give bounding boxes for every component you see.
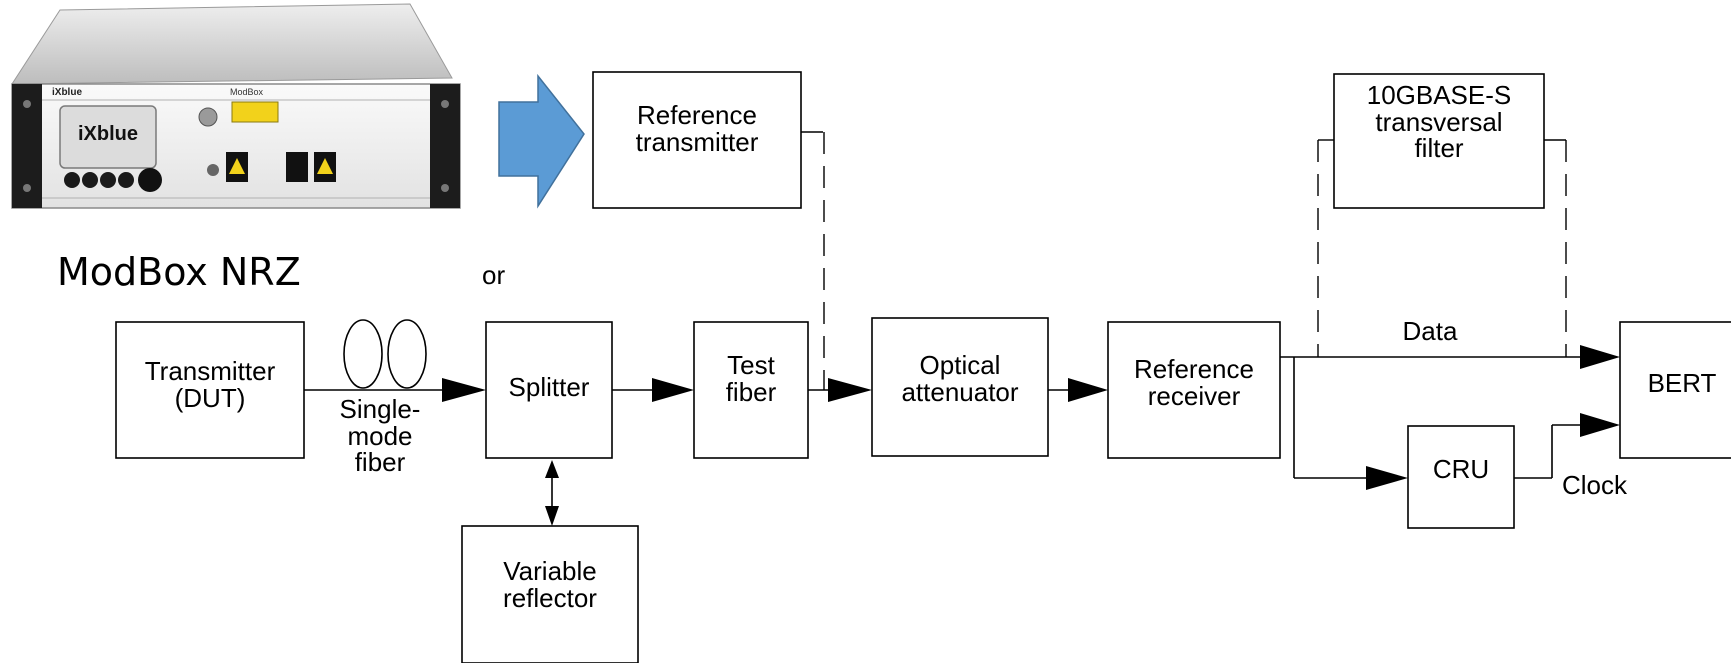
transmitter-dut-label: Transmitter (DUT) bbox=[144, 356, 276, 413]
device-brand-label: iXblue bbox=[52, 87, 83, 98]
blue-arrow-shape bbox=[498, 73, 585, 209]
splitter-label: Splitter bbox=[508, 372, 590, 402]
dashed-connectors bbox=[801, 131, 1567, 390]
transversal-filter-box bbox=[1333, 73, 1545, 209]
reference-receiver-label: Reference receiver bbox=[1134, 354, 1254, 411]
bert-box bbox=[1619, 321, 1731, 459]
single-mode-fiber-label: Single- mode fiber bbox=[339, 394, 421, 478]
device-caption: ModBox NRZ bbox=[57, 250, 301, 294]
optical-attenuator-box bbox=[871, 317, 1049, 457]
optical-attenuator-label: Optical attenuator bbox=[901, 350, 1019, 407]
fiber-coil-shape bbox=[343, 319, 427, 389]
variable-reflector-label: Variable reflector bbox=[503, 556, 597, 613]
device-model-label: ModBox bbox=[230, 87, 264, 97]
variable-reflector-box bbox=[461, 525, 639, 663]
cru-label: CRU bbox=[1432, 454, 1490, 484]
modbox-device-image bbox=[11, 3, 461, 209]
signal-lines bbox=[304, 356, 1580, 506]
test-fiber-label: Test fiber bbox=[725, 350, 777, 407]
data-label: Data bbox=[1402, 316, 1458, 346]
diagram-blocks bbox=[115, 71, 1731, 663]
cru-box bbox=[1407, 425, 1515, 529]
reference-transmitter-box bbox=[592, 71, 802, 209]
clock-label: Clock bbox=[1562, 470, 1628, 500]
device-screen-logo: iXblue bbox=[77, 123, 138, 145]
partial-text-label: or bbox=[482, 260, 506, 290]
transversal-filter-label: 10GBASE-S transversal filter bbox=[1366, 80, 1512, 164]
arrowheads bbox=[442, 345, 1620, 526]
reference-transmitter-label: Reference transmitter bbox=[635, 100, 759, 157]
bert-label: BERT bbox=[1647, 368, 1717, 398]
